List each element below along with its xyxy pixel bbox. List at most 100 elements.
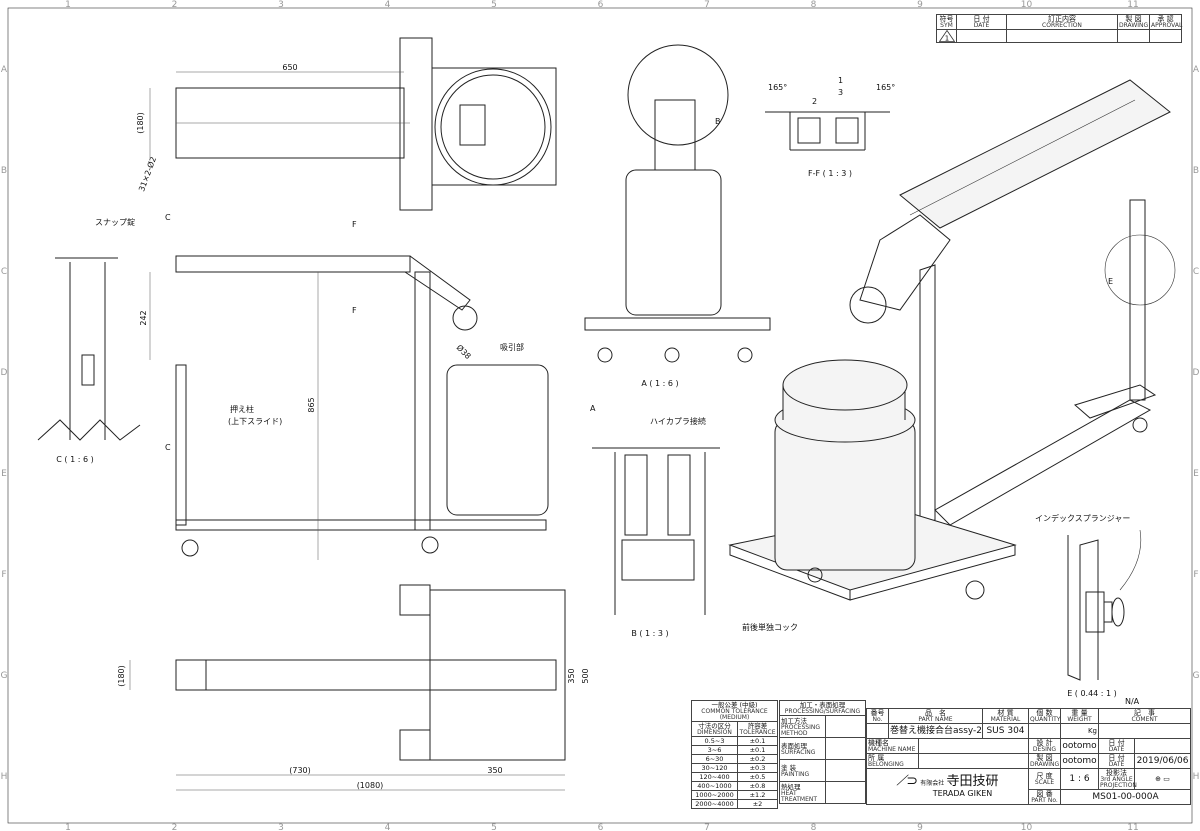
dim-2: 2 <box>812 97 817 106</box>
material-header: 材 質 <box>997 709 1014 717</box>
part-no-value: MS01-00-000A <box>1059 789 1192 805</box>
arrow-b: B <box>715 117 721 126</box>
company-type: 有限会社 <box>920 780 945 787</box>
snap-lock-label: スナップ錠 <box>95 217 135 227</box>
tolerance-value: ±0.2 <box>736 754 779 764</box>
section-c-bottom: C <box>165 443 171 452</box>
drawing-label-en: DRAWING <box>1030 761 1060 768</box>
material-header-en: MATERIAL <box>990 716 1021 723</box>
company-logo-block: ⟋⊃ 有限会社 寺田技研 TERADA GIKEN <box>866 768 1029 805</box>
rev-header-sym-en: SYM <box>940 22 953 29</box>
dim-500: 500 <box>581 668 590 683</box>
quantity-header-en: QUANTITY <box>1030 716 1061 723</box>
tolerance-col-dimension-en: DIMENSION <box>697 729 732 736</box>
view-ff: 165° 165° 1 2 3 F-F ( 1 : 3 ) <box>765 76 895 178</box>
tolerance-col-dimension: 寸法の区分 <box>698 722 731 730</box>
rev-header-date-en: DATE <box>973 22 990 29</box>
design-date-label-en: DATE <box>1108 746 1125 753</box>
revision-symbol: 1 <box>936 29 957 43</box>
rev-header-approval: 承 認 <box>1157 15 1174 23</box>
revision-symbol-number: 1 <box>944 35 948 43</box>
scale-label: 尺 度 <box>1036 772 1053 780</box>
section-f-top: F <box>352 220 357 229</box>
dimension-range: 120~400 <box>691 772 738 782</box>
company-name-ja: 寺田技研 <box>946 774 999 789</box>
weight-header-en: WEIGHT <box>1067 716 1092 723</box>
part-no-label: 図 番 <box>1036 790 1053 798</box>
no-header: 番号 <box>870 709 885 717</box>
third-angle-projection-icon: ⊕ ▭ <box>1133 768 1192 790</box>
tolerance-value: ±2 <box>736 799 779 809</box>
rev-header-drawing-en: DRAWING <box>1119 22 1149 29</box>
arrow-a: A <box>590 404 596 413</box>
dim-350-vertical: 350 <box>567 668 576 683</box>
view-b-title: B ( 1 : 3 ) <box>631 629 668 638</box>
dimension-range: 0.5~3 <box>691 736 738 746</box>
rev-header-correction: 訂正内容 <box>1048 15 1076 23</box>
post-label: 押え柱 <box>230 404 254 414</box>
part-name-value: 巻替え機接合台assy-2 <box>888 723 983 739</box>
rev-header-sym: 符号 <box>939 15 954 23</box>
surfacing: 表面処理 <box>781 741 807 750</box>
heat-treatment-en: HEAT TREATMENT <box>781 789 818 803</box>
front-view: スナップ錠 C C F F 242 865 吸引部 Ø38 押え柱 (上下スライ… <box>95 213 596 560</box>
dim-650: 650 <box>282 63 297 72</box>
tolerance-value: ±0.3 <box>736 763 779 773</box>
company-logo-icon: ⟋⊃ <box>896 773 919 789</box>
view-b: B ( 1 : 3 ) ハイカプラ接続 前後単独コック <box>592 416 798 638</box>
view-e-title: E ( 0.44 : 1 ) <box>1067 689 1117 698</box>
date-value: 2019/06/06 <box>1133 753 1192 769</box>
projection-label: 投影法 <box>1106 769 1127 777</box>
tolerance-value: ±1.2 <box>736 790 779 800</box>
dimension-range: 3~6 <box>691 745 738 755</box>
processing-method-en: PROCESSING METHOD <box>781 723 821 737</box>
heat-treatment: 熱処理 <box>781 782 801 791</box>
drawing-date-label: 日 付 <box>1108 754 1125 762</box>
dim-1: 1 <box>838 76 843 85</box>
painting: 塗 装 <box>781 763 797 772</box>
drawing-date-label-en: DATE <box>1108 761 1125 768</box>
comment-header: 記 事 <box>1134 709 1155 717</box>
tolerance-col-tolerance-en: TOLERANCE <box>739 729 776 736</box>
plan-view: (180) 350 500 (730) 350 (1080) <box>117 584 590 791</box>
view-a: B A ( 1 : 6 ) <box>584 44 771 388</box>
view-ff-title: F-F ( 1 : 3 ) <box>808 169 852 178</box>
tolerance-table: 一般公差 (中級)COMMON TOLERANCE (MEDIUM) 寸法の区分… <box>690 700 779 809</box>
angle-right: 165° <box>876 83 895 92</box>
revision-triangle-icon: 1 <box>938 30 955 43</box>
part-name-header-en: PART NAME <box>918 716 953 723</box>
design-label: 設 計 <box>1036 739 1053 747</box>
view-a-title: A ( 1 : 6 ) <box>641 379 678 388</box>
dim-180-top: (180) <box>136 112 145 134</box>
tolerance-row: 2000~4000±2 <box>691 799 779 809</box>
dim-350-horizontal: 350 <box>487 766 502 775</box>
drawing-value: ootomo <box>1060 753 1099 769</box>
dimension-range: 400~1000 <box>691 781 738 791</box>
tolerance-row: 6~30±0.2 <box>691 754 779 764</box>
belonging-label: 所 属 <box>868 754 885 762</box>
holes-note: 31×2-Ø2 <box>136 155 158 192</box>
tolerance-value: ±0.1 <box>736 745 779 755</box>
drawing-label: 製 図 <box>1036 754 1053 762</box>
dim-3: 3 <box>838 88 843 97</box>
processing-title: 加工・表面処理 <box>799 701 846 709</box>
dim-242: 242 <box>139 310 148 325</box>
tolerance-row: 120~400±0.5 <box>691 772 779 782</box>
dim-1080: (1080) <box>357 781 384 790</box>
design-value: ootomo <box>1060 738 1099 754</box>
view-c: C ( 1 : 6 ) <box>37 257 141 464</box>
arrow-e: E <box>1108 277 1113 286</box>
comment-header-en: COMENT <box>1131 716 1158 723</box>
machine-label: 機種名 <box>868 739 889 747</box>
tolerance-title-en: COMMON TOLERANCE (MEDIUM) <box>701 708 768 721</box>
quantity-header: 個 数 <box>1036 709 1053 717</box>
tolerance-row: 400~1000±0.8 <box>691 781 779 791</box>
dim-180-plan: (180) <box>117 665 126 687</box>
dia-38: Ø38 <box>455 342 474 361</box>
tolerance-value: ±0.5 <box>736 772 779 782</box>
material-value: SUS 304 <box>982 723 1029 739</box>
dimension-range: 30~120 <box>691 763 738 773</box>
